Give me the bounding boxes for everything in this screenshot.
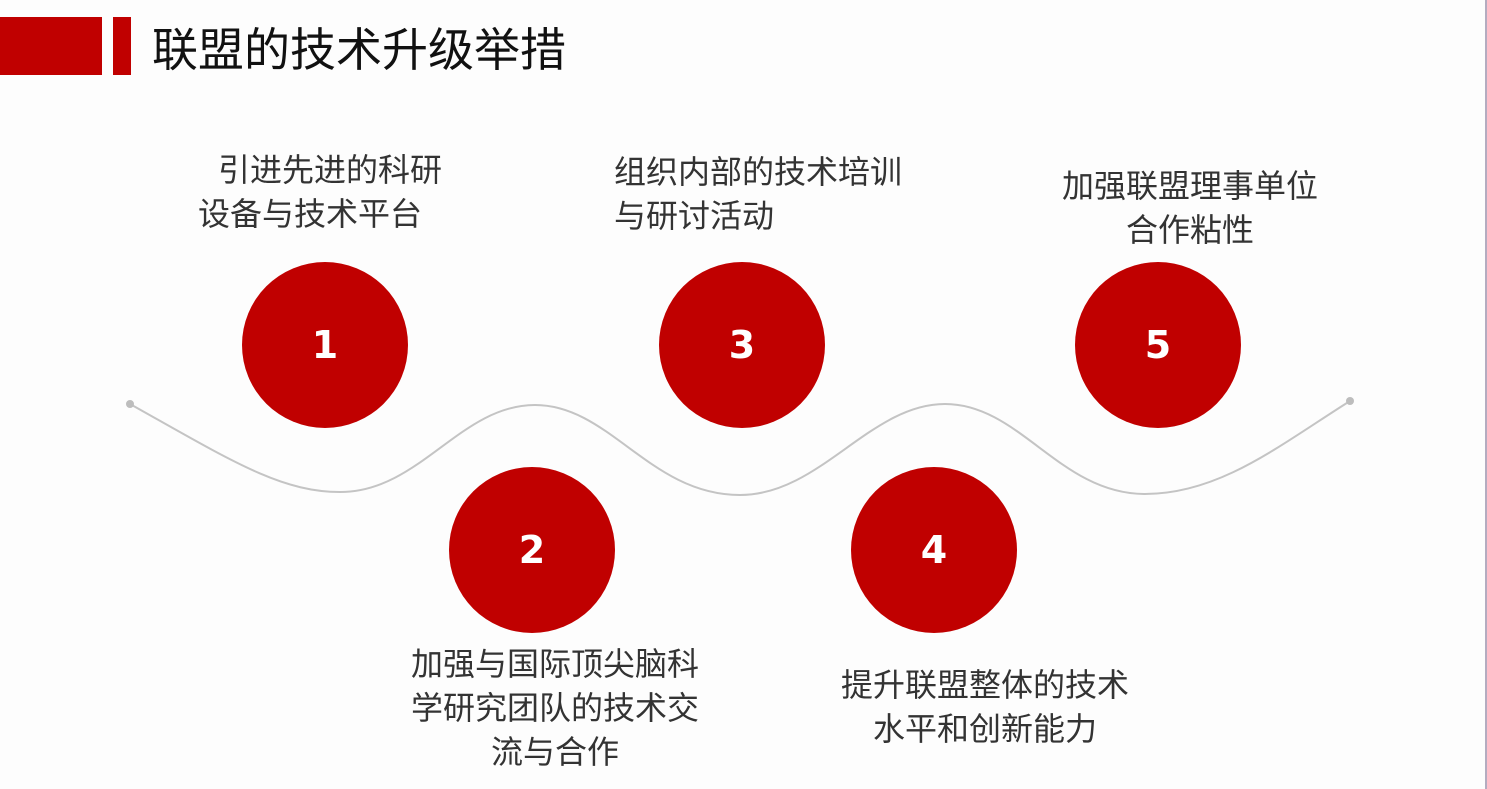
- wave-line: [129, 400, 1351, 497]
- wave-start-dot: [126, 400, 134, 408]
- text-line: 学研究团队的技术交: [410, 689, 699, 727]
- step-circle-1: 1: [242, 262, 408, 428]
- step-number: 5: [1144, 323, 1172, 367]
- text-line: 设备与技术平台: [198, 195, 423, 233]
- text-line: 引进先进的科研: [217, 151, 442, 189]
- wave-end-dot: [1346, 397, 1354, 405]
- step-circle-4: 4: [851, 467, 1017, 633]
- step-text-4: 提升联盟整体的技术 水平和创新能力: [810, 663, 1160, 751]
- step-circle-3: 3: [659, 262, 825, 428]
- step-text-2: 加强与国际顶尖脑科 学研究团队的技术交 流与合作: [380, 642, 730, 774]
- step-number: 3: [728, 323, 756, 367]
- step-text-5: 加强联盟理事单位 合作粘性: [1030, 164, 1350, 252]
- text-line: 流与合作: [490, 733, 619, 771]
- step-number: 4: [920, 528, 948, 572]
- page-title: 联盟的技术升级举措: [152, 23, 566, 77]
- text-line: 提升联盟整体的技术: [840, 666, 1129, 704]
- text-line: 加强联盟理事单位: [1061, 167, 1318, 205]
- text-line: 合作粘性: [1125, 211, 1254, 249]
- step-text-1: 引进先进的科研 设备与技术平台: [180, 148, 480, 236]
- step-number: 1: [311, 323, 339, 367]
- title-accent-bar-narrow: [113, 17, 131, 75]
- slide-edge: [1485, 0, 1487, 789]
- text-line: 水平和创新能力: [872, 710, 1097, 748]
- text-line: 组织内部的技术培训: [614, 153, 903, 191]
- step-circle-5: 5: [1075, 262, 1241, 428]
- step-text-3: 组织内部的技术培训 与研讨活动: [614, 150, 954, 238]
- text-line: 加强与国际顶尖脑科: [410, 645, 699, 683]
- text-line: 与研讨活动: [614, 197, 775, 235]
- title-accent-bar-wide: [0, 17, 102, 75]
- step-number: 2: [518, 528, 546, 572]
- step-circle-2: 2: [449, 467, 615, 633]
